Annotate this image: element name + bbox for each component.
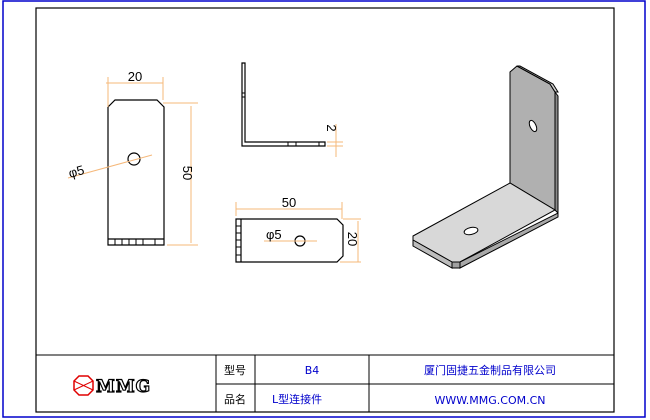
top-length-dim: 50 (282, 195, 296, 210)
title-block: MMG 型号 B4 品名 L型连接件 厦门固捷五金制品有限公司 WWW.MMG.… (36, 354, 614, 412)
side-thickness-dim: 2 (324, 124, 339, 131)
isometric-view (412, 65, 559, 269)
iso-base-hole (463, 226, 479, 236)
name-label: 品名 (224, 392, 246, 406)
front-hole-dim: φ5 (67, 162, 86, 181)
company-name: 厦门固捷五金制品有限公司 (424, 363, 556, 377)
model-label: 型号 (224, 363, 246, 377)
inner-border (35, 7, 615, 413)
top-hole-dim: φ5 (266, 227, 282, 242)
company-logo: MMG (73, 375, 151, 398)
website[interactable]: WWW.MMG.COM.CN (434, 394, 545, 407)
model-value: B4 (305, 364, 320, 377)
top-view: φ5 50 20 (235, 195, 361, 263)
front-height-dim: 50 (180, 166, 195, 180)
front-view: 20 50 φ5 (67, 69, 198, 246)
svg-text:MMG: MMG (96, 377, 151, 397)
front-hole (127, 152, 141, 166)
iso-vertical-hole (528, 119, 538, 133)
top-width-dim: 20 (345, 232, 360, 246)
front-width-dim: 20 (128, 69, 142, 84)
name-value: L型连接件 (272, 392, 322, 406)
side-view: 2 (241, 62, 343, 157)
